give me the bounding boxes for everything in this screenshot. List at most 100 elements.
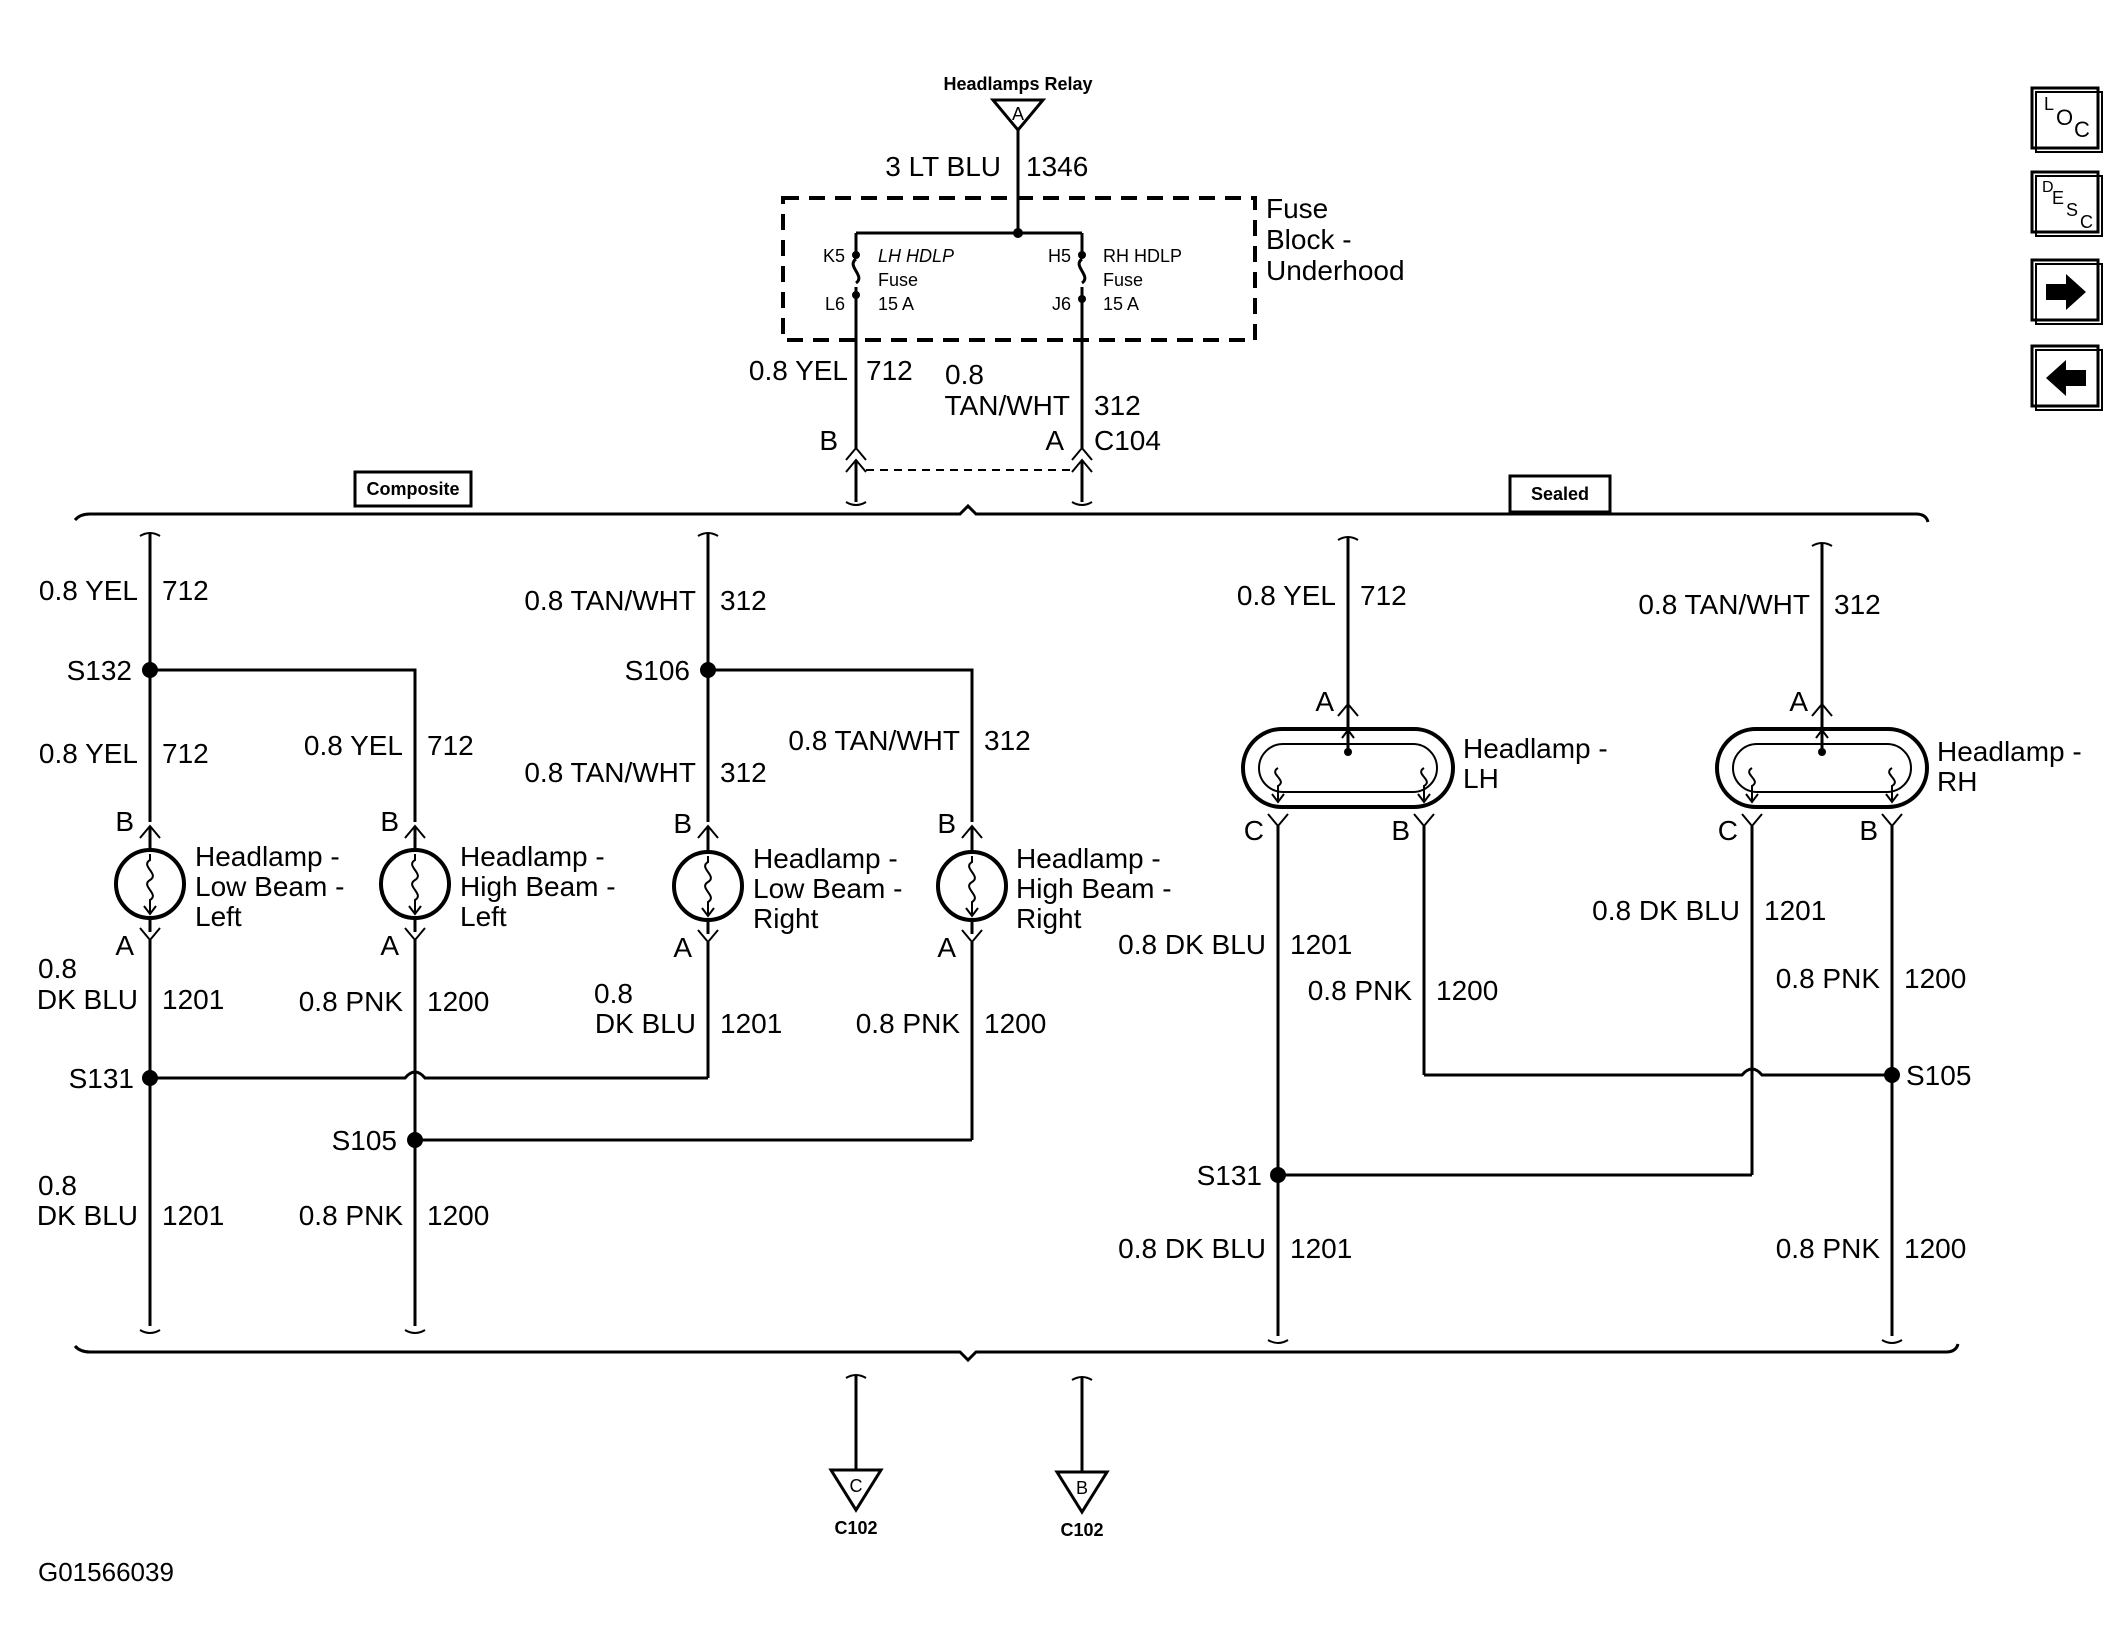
high-right-wire: 0.8 TAN/WHT [788,725,960,756]
lr-out-circuit: 1201 [720,1008,782,1039]
headlamp-sealed-lh: A C B Headlamp - LH [1241,686,1608,846]
hr-out-wire: 0.8 PNK [856,1008,961,1039]
low-left-name-1: Headlamp - [195,841,340,872]
sealed-lh-b-circuit: 1200 [1436,975,1498,1006]
fuse-out-rh-wire-1: 0.8 [945,359,984,390]
lh-fuse-out: L6 [825,294,845,314]
ground-b-name: C102 [1060,1520,1103,1540]
comp-top-tan-wire: 0.8 TAN/WHT [524,585,696,616]
comp-top-yel-circuit: 712 [162,575,209,606]
comp-bot-pnk-wire: 0.8 PNK [299,1200,404,1231]
ground-c-pin: C [850,1476,863,1496]
desc-letter-3: S [2066,200,2078,220]
rh-fuse-name: RH HDLP [1103,246,1182,266]
figure-id: G01566039 [38,1557,174,1587]
sealed-lh-c-wire: 0.8 DK BLU [1118,929,1266,960]
lh-fuse-rating: 15 A [878,294,914,314]
desc-letter-4: C [2080,212,2093,232]
high-left-name-1: Headlamp - [460,841,605,872]
ground-c102-b: B C102 [1054,1376,1110,1540]
sealed-bot-pnk-circuit: 1200 [1904,1233,1966,1264]
comp-top-yel-wire: 0.8 YEL [39,575,138,606]
top-bracket [73,503,1930,523]
lr-out-wire-2: DK BLU [595,1008,696,1039]
sealed-bot-blu-circuit: 1201 [1290,1233,1352,1264]
headlamp-low-beam-left: B A Headlamp - Low Beam - Left [114,806,344,961]
feed-wire: 3 LT BLU [885,151,1001,182]
headlamp-low-beam-right: B A Headlamp - Low Beam - Right [672,808,902,963]
relay-label: Headlamps Relay [943,74,1092,94]
fuse-block: Fuse Block - Underhood K5 L6 LH HDLP Fus… [781,193,1405,342]
option-sealed: Sealed [1508,474,1612,514]
high-left-pin-b: B [380,806,399,837]
sealed-lh-pin-c: C [1244,815,1264,846]
sealed-lh-name-2: LH [1463,763,1499,794]
high-left-name-3: Left [460,901,507,932]
fuse-out-lh-circuit: 712 [866,355,913,386]
description-button[interactable]: D E S C [2030,170,2103,237]
low-left-pin-a: A [115,930,134,961]
fuse-out-rh-wire-2: TAN/WHT [945,390,1070,421]
ll-out-circuit: 1201 [162,984,224,1015]
low-left-name-3: Left [195,901,242,932]
low-left-pin-b: B [115,806,134,837]
sealed-bot-blu-wire: 0.8 DK BLU [1118,1233,1266,1264]
ground-c-name: C102 [834,1518,877,1538]
sealed-rh-b-wire: 0.8 PNK [1776,963,1881,994]
high-left-name-2: High Beam - [460,871,616,902]
hr-out-circuit: 1200 [984,1008,1046,1039]
sealed-rh-c-wire: 0.8 DK BLU [1592,895,1740,926]
high-right-pin-b: B [937,808,956,839]
sealed-lh-b-wire: 0.8 PNK [1308,975,1413,1006]
comp-bot-blu-wire-1: 0.8 [38,1170,77,1201]
bottom-bracket [73,1343,1960,1363]
comp-bot-pnk-circuit: 1200 [427,1200,489,1231]
lh-fuse-type: Fuse [878,270,918,290]
sealed-rh-c-circuit: 1201 [1764,895,1826,926]
option-composite: Composite [353,470,473,508]
location-button[interactable]: L O C [2030,86,2103,153]
sealed-lh-pin-a: A [1315,686,1334,717]
previous-button[interactable] [2030,344,2103,411]
comp-bot-blu-circuit: 1201 [162,1200,224,1231]
sealed-rh-name-2: RH [1937,766,1977,797]
feed-circuit: 1346 [1026,151,1088,182]
fuse-block-title-1: Fuse [1266,193,1328,224]
low-right-name-3: Right [753,903,819,934]
ground-c102-c: C C102 [828,1374,884,1538]
lh-fuse-in: K5 [823,246,845,266]
next-button[interactable] [2030,258,2103,325]
rh-fuse-in: H5 [1048,246,1071,266]
c104-pin-b: B [819,425,838,456]
sealed-top-tan-circuit: 312 [1834,589,1881,620]
fuse-block-title-3: Underhood [1266,255,1405,286]
ground-b-pin: B [1076,1478,1088,1498]
splice-s132: S132 [67,655,132,686]
high-right-name-1: Headlamp - [1016,843,1161,874]
low-left-wire: 0.8 YEL [39,738,138,769]
high-right-name-3: Right [1016,903,1082,934]
c104-name: C104 [1094,425,1161,456]
low-left-name-2: Low Beam - [195,871,344,902]
desc-letter-1: D [2042,179,2054,196]
sealed-lh-name-1: Headlamp - [1463,733,1608,764]
sealed-splice-s105: S105 [1906,1060,1971,1091]
headlamp-sealed-rh: A C B Headlamp - RH [1715,686,2082,846]
hl-out-circuit: 1200 [427,986,489,1017]
ll-out-wire-2: DK BLU [37,984,138,1015]
comp-splice-s131: S131 [69,1063,134,1094]
arrow-left-icon [2046,360,2086,396]
comp-top-tan-circuit: 312 [720,585,767,616]
sealed-splice-s131: S131 [1197,1160,1262,1191]
option-composite-label: Composite [366,479,459,499]
high-right-circuit: 312 [984,725,1031,756]
sealed-rh-pin-b: B [1859,815,1878,846]
sealed-bot-pnk-wire: 0.8 PNK [1776,1233,1881,1264]
high-left-wire: 0.8 YEL [304,730,403,761]
fuse-out-rh-circuit: 312 [1094,390,1141,421]
splice-s106: S106 [625,655,690,686]
desc-letter-2: E [2052,188,2064,208]
low-right-pin-b: B [673,808,692,839]
